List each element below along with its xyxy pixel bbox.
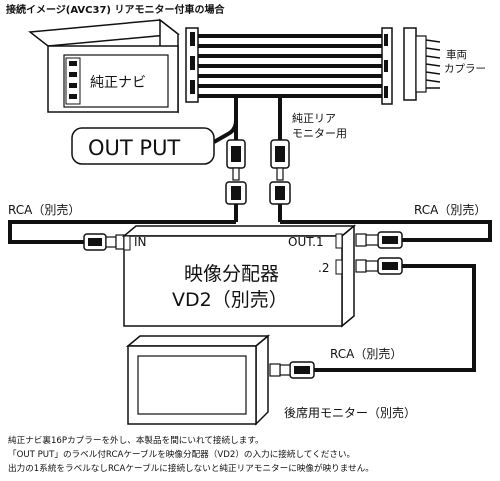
vehicle-coupler-label-1: 車両	[446, 48, 467, 61]
rca-plug-rear-monitor	[269, 139, 291, 222]
stock-rear-monitor-label-1: 純正リア	[292, 112, 336, 125]
wire-harness	[185, 27, 393, 105]
rear-seat-monitor: 後席用モニター（別売）	[125, 334, 416, 426]
out2-jack	[335, 259, 343, 275]
rca-bottom-label: RCA（別売）	[330, 346, 402, 361]
rca-cable-left: RCA（別売）	[8, 202, 236, 251]
rca-left-label: RCA（別売）	[8, 202, 80, 217]
vehicle-coupler-label-2: カプラー	[444, 63, 486, 75]
output-cable: OUT PUT	[71, 96, 238, 165]
note-line-3: 出力の1系統をラベルなしRCAケーブルに接続しないと純正リアモニターに映像が映り…	[8, 462, 374, 474]
distributor-model-label: VD2（別売）	[172, 289, 288, 311]
distributor-out1-label: OUT.1	[288, 235, 324, 249]
diagram-title: 接続イメージ(AVC37) リアモニター付車の場合	[6, 3, 225, 16]
distributor-name-label: 映像分配器	[184, 263, 279, 285]
output-tag-label: OUT PUT	[88, 136, 180, 160]
stock-navi-label: 純正ナビ	[90, 75, 146, 91]
stock-navi-unit: 純正ナビ	[28, 18, 180, 114]
notes: 純正ナビ裏16Pカプラーを外し、本製品を間にいれて接続します。 「OUT PUT…	[8, 434, 374, 474]
rca-cable-rear-monitor: RCA（別売）	[269, 257, 476, 379]
stock-rear-monitor-label-2: モニター用	[292, 127, 347, 140]
distributor-out2-label: .2	[318, 261, 329, 275]
rear-monitor-label: 後席用モニター（別売）	[284, 405, 416, 420]
stock-rear-monitor-cable: 純正リア モニター用	[278, 96, 347, 140]
vehicle-coupler: 車両 カプラー	[403, 27, 486, 101]
note-line-1: 純正ナビ裏16Pカプラーを外し、本製品を間にいれて接続します。	[8, 434, 264, 446]
distributor-in-label: IN	[134, 235, 147, 249]
note-line-2: 「OUT PUT」のラベル付RCAケーブルを映像分配器（VD2）の入力に接続して…	[8, 448, 355, 460]
rca-cable-right: RCA（別売）	[280, 202, 492, 249]
out1-jack	[335, 233, 343, 249]
video-distributor: IN OUT.1 .2 映像分配器 VD2（別売）	[121, 224, 357, 328]
rca-right-label: RCA（別売）	[414, 202, 486, 217]
rca-plug-output	[225, 139, 247, 222]
in-jack	[123, 235, 131, 251]
output-tag	[71, 127, 215, 165]
